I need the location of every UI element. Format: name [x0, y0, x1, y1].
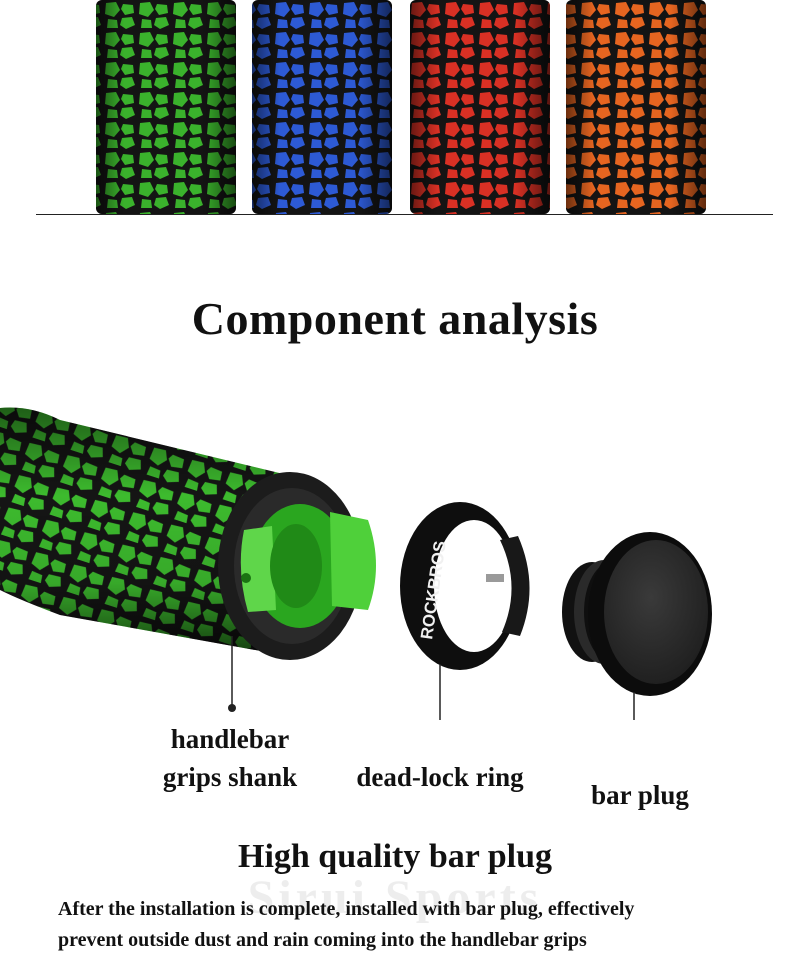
label-dead-lock-ring: dead-lock ring — [356, 762, 524, 792]
blue-grip — [252, 0, 392, 214]
page-title: Component analysis — [191, 293, 599, 344]
section-subtitle: High quality bar plug — [238, 838, 552, 875]
leader-lines — [228, 636, 635, 720]
label-shank-line2: grips shank — [162, 762, 298, 792]
handlebar-grip — [0, 407, 376, 660]
label-shank-line1: handlebar — [170, 724, 290, 754]
component-illustration: ROCKBROS — [0, 407, 712, 720]
description-line1: After the installation is complete, inst… — [58, 898, 635, 920]
description-line2: prevent outside dust and rain coming int… — [58, 929, 587, 951]
bar-plug — [562, 532, 712, 696]
divider-line — [36, 214, 773, 215]
label-bar-plug: bar plug — [591, 780, 689, 810]
red-grip — [410, 0, 550, 214]
description-text: After the installation is complete, inst… — [58, 894, 768, 956]
dead-lock-ring: ROCKBROS — [400, 502, 530, 670]
orange-grip — [566, 0, 706, 214]
label-handlebar-grips-shank: handlebar grips shank — [140, 720, 320, 796]
green-grip — [96, 0, 236, 214]
grip-color-variants — [96, 0, 706, 214]
